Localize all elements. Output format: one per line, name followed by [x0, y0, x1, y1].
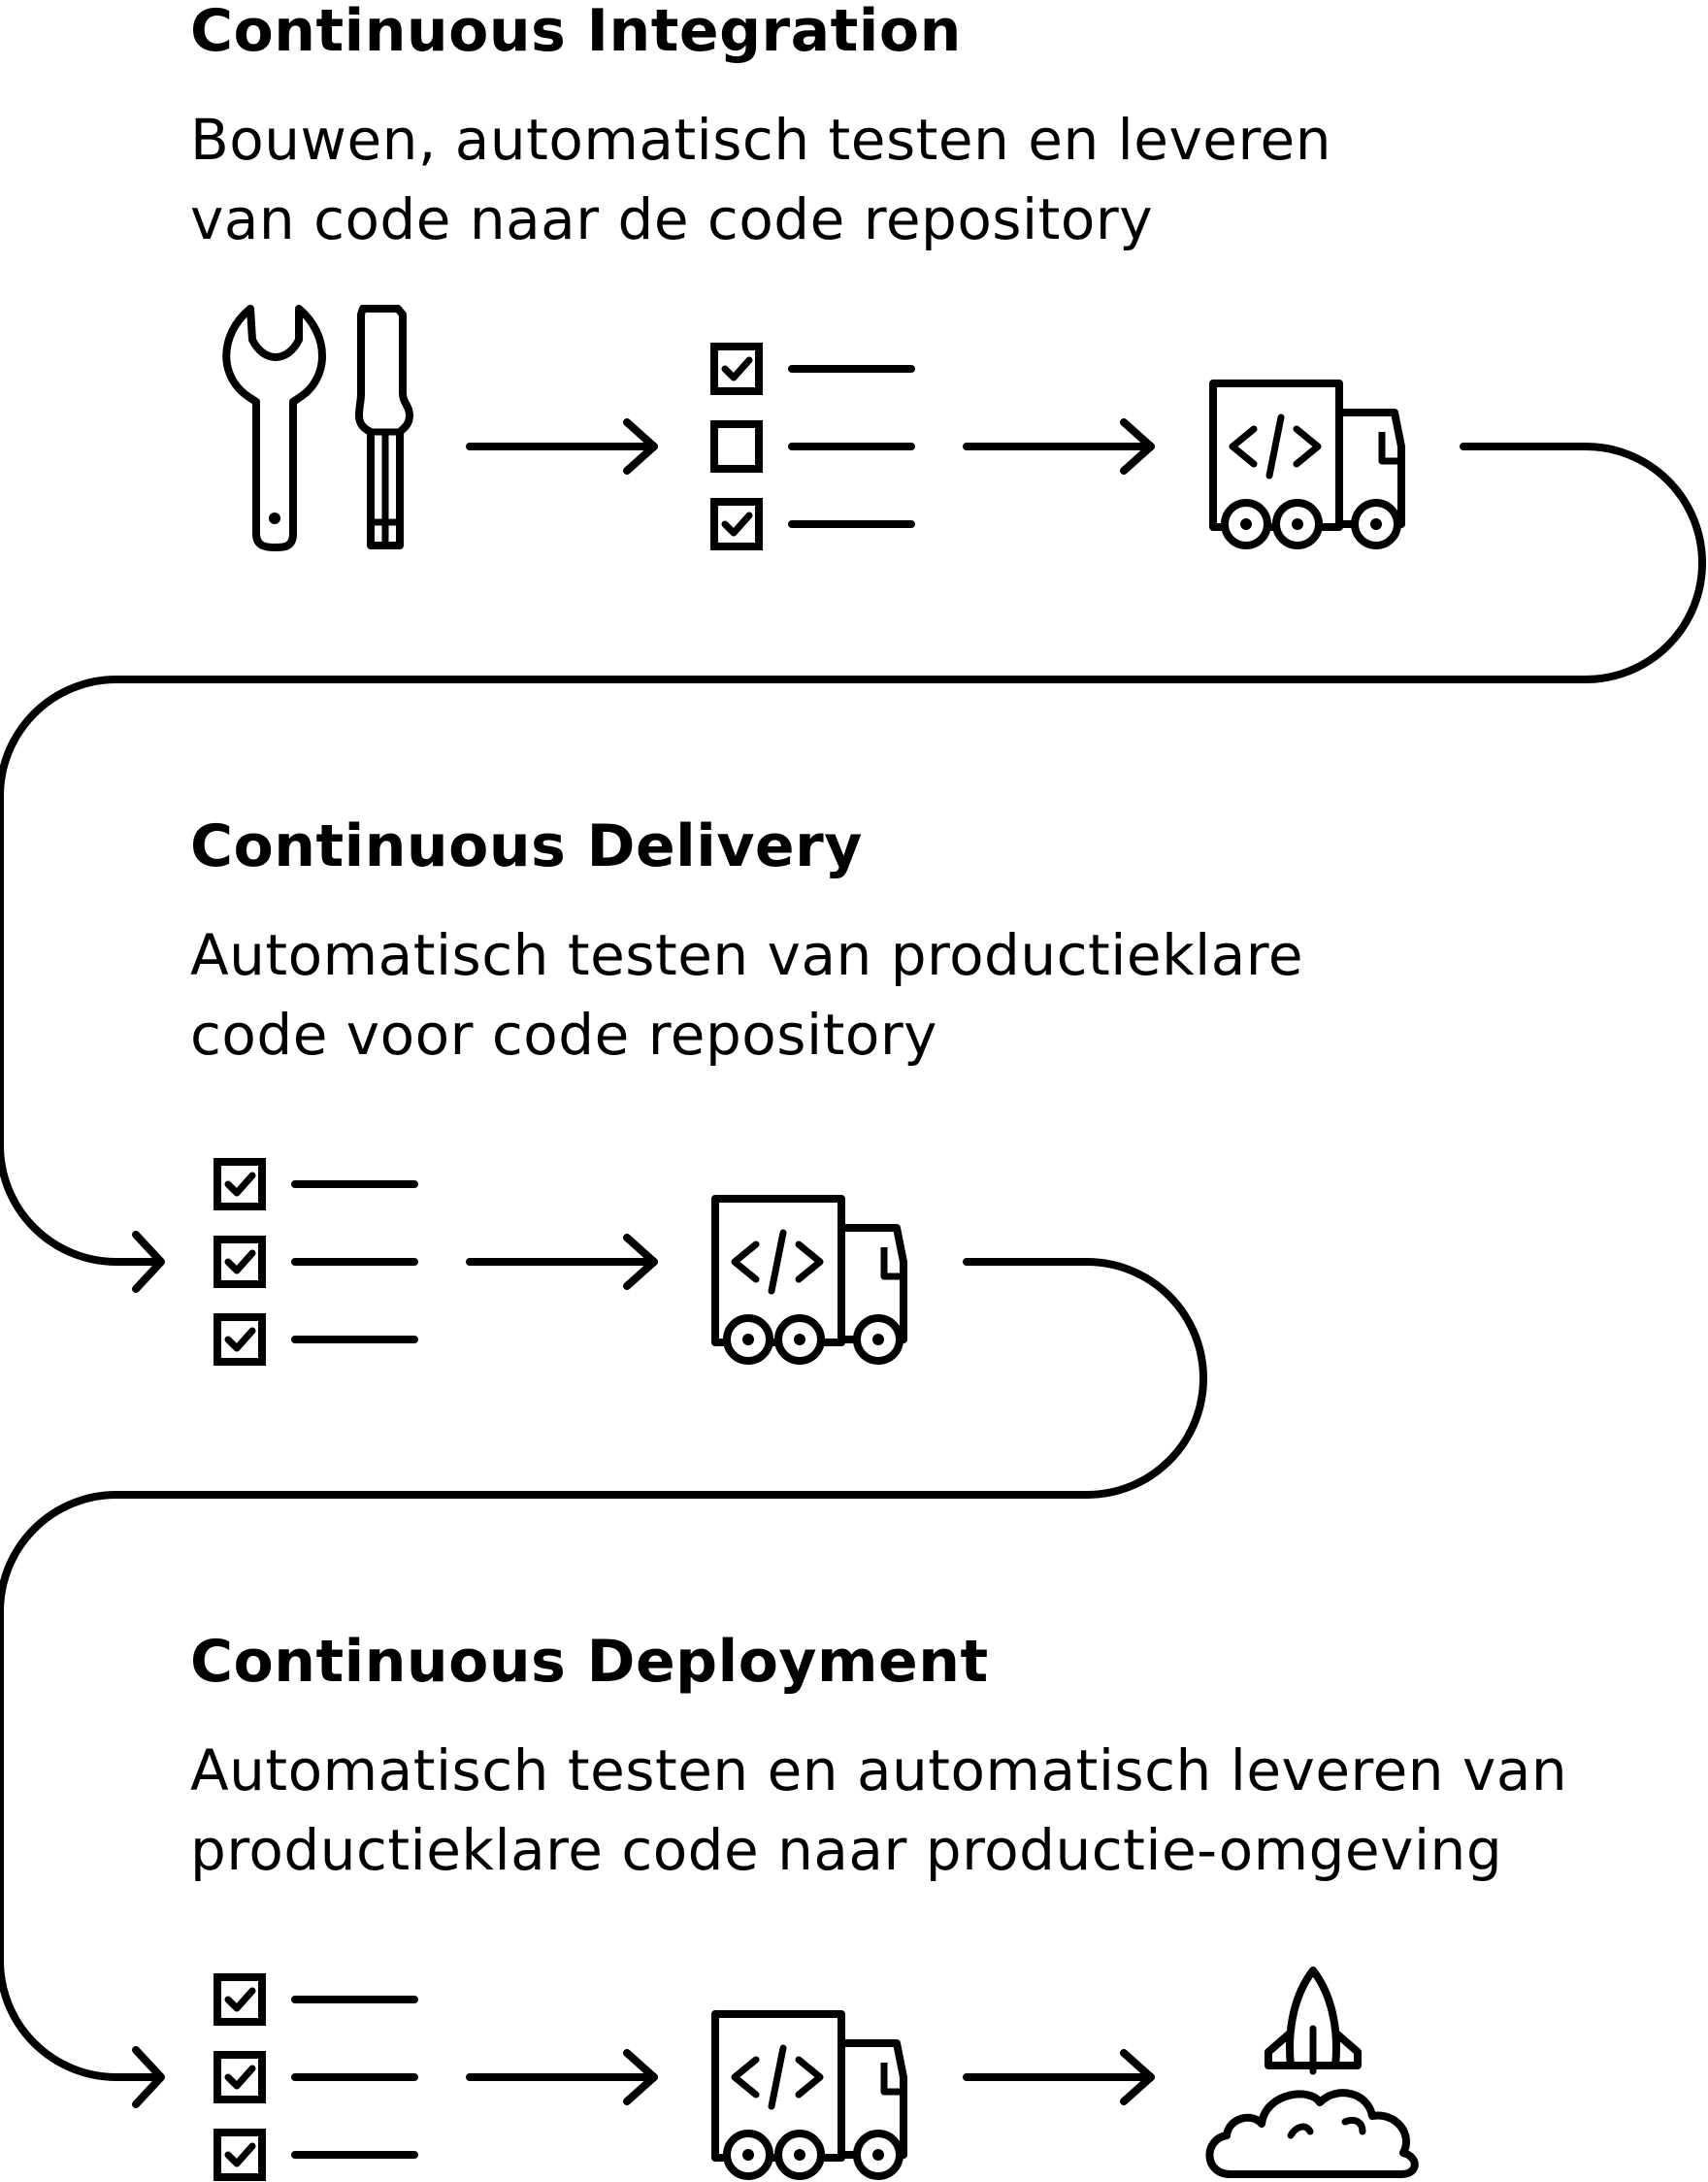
section-title-integration: Continuous Integration: [190, 0, 962, 65]
description-line: Automatisch testen en automatisch levere…: [190, 1737, 1568, 1803]
code-truck-icon: [715, 1199, 903, 1361]
section-description-deployment: Automatisch testen en automatisch levere…: [190, 1731, 1567, 1890]
section-title-delivery: Continuous Delivery: [190, 812, 863, 880]
checklist-icon: [217, 1977, 414, 2177]
flow-connector-1-arrowhead: [132, 1231, 165, 1293]
flow-connector-1: [0, 443, 1706, 1266]
checklist-icon: [714, 347, 911, 546]
section-title-deployment: Continuous Deployment: [190, 1628, 989, 1696]
flow-arrow: [967, 422, 1151, 471]
description-line: productieklare code naar productie-omgev…: [190, 1817, 1503, 1883]
description-line: Automatisch testen van productieklare: [190, 922, 1304, 988]
checklist-icon: [217, 1162, 414, 1362]
flow-connector-2-arrowhead: [132, 2046, 165, 2108]
wrench-screwdriver-icon: [222, 305, 413, 551]
description-line: van code naar de code repository: [190, 186, 1154, 252]
code-truck-icon: [715, 2014, 903, 2176]
flow-arrow: [470, 2053, 654, 2101]
flow-arrow: [470, 422, 654, 471]
description-line: code voor code repository: [190, 1002, 937, 1068]
flow-arrow: [470, 1238, 654, 1286]
section-description-integration: Bouwen, automatisch testen en leveren va…: [190, 100, 1331, 259]
flow-connector-2: [0, 1258, 1207, 2081]
section-description-delivery: Automatisch testen van productieklare co…: [190, 915, 1303, 1074]
code-truck-icon: [1213, 383, 1401, 546]
rocket-launch-icon: [1205, 1967, 1419, 2178]
description-line: Bouwen, automatisch testen en leveren: [190, 107, 1331, 173]
flow-arrow: [967, 2053, 1151, 2101]
